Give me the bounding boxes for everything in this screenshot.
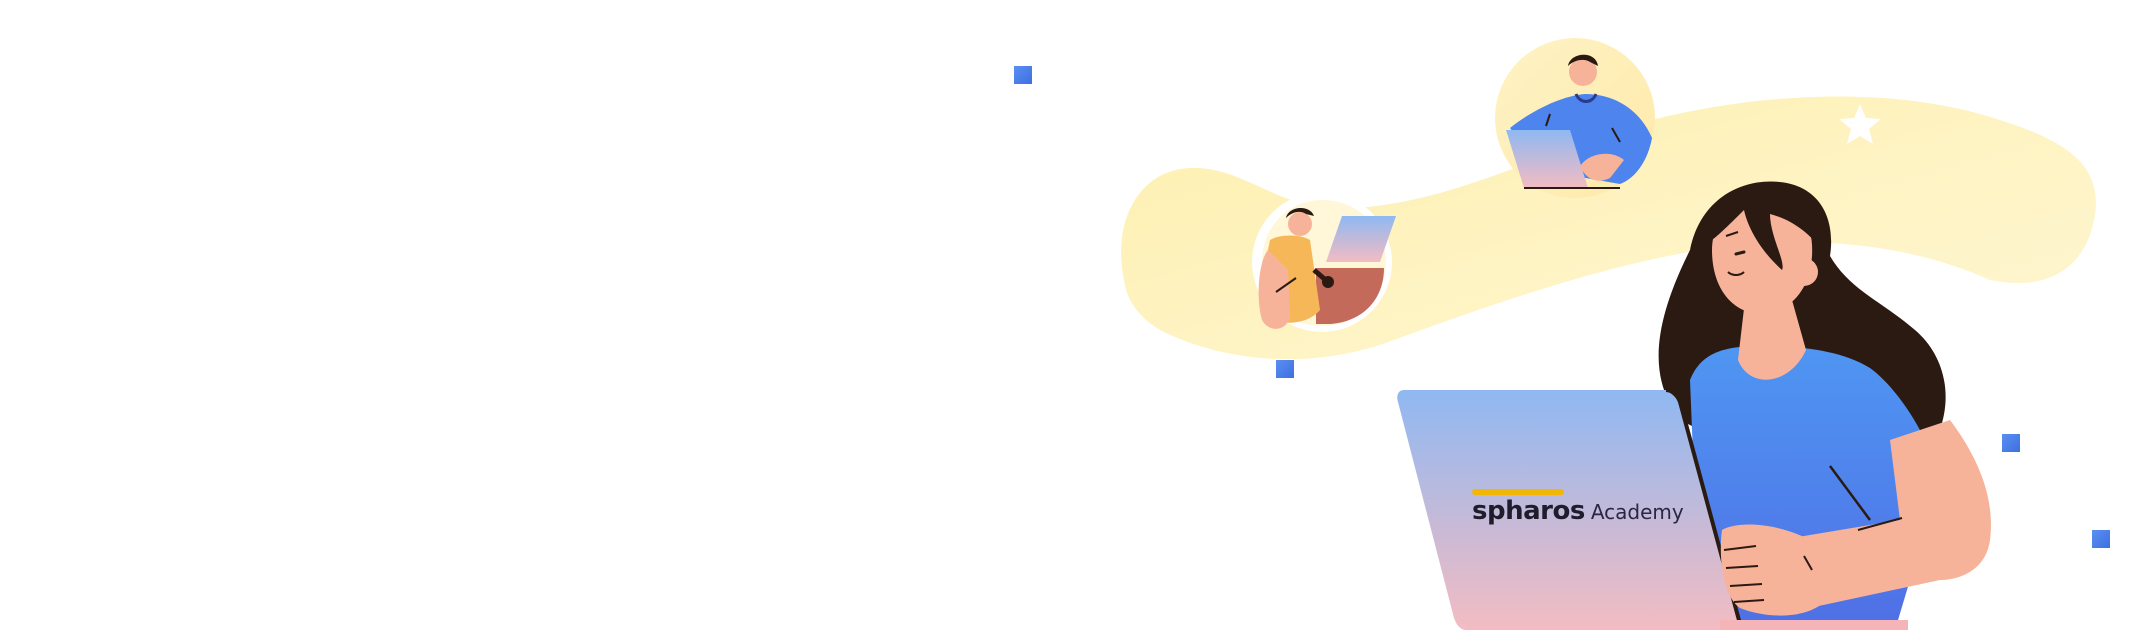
woman-with-laptop <box>1397 181 1991 630</box>
avatar-man-laptop-middle <box>1252 192 1396 332</box>
brand-suffix: Academy <box>1590 500 1684 524</box>
star-icon <box>1839 104 1881 144</box>
brand-mark-stripe <box>1472 489 1564 495</box>
square-sparkle-icon <box>1276 360 1294 378</box>
square-sparkle-icon <box>2092 530 2110 548</box>
square-sparkle-icon <box>1014 66 1032 84</box>
brand-logo: spharos Academy <box>1472 489 1684 526</box>
brand-name: spharos <box>1472 496 1585 526</box>
square-sparkle-icon <box>2002 434 2020 452</box>
avatar-man-laptop-top <box>1495 38 1655 198</box>
